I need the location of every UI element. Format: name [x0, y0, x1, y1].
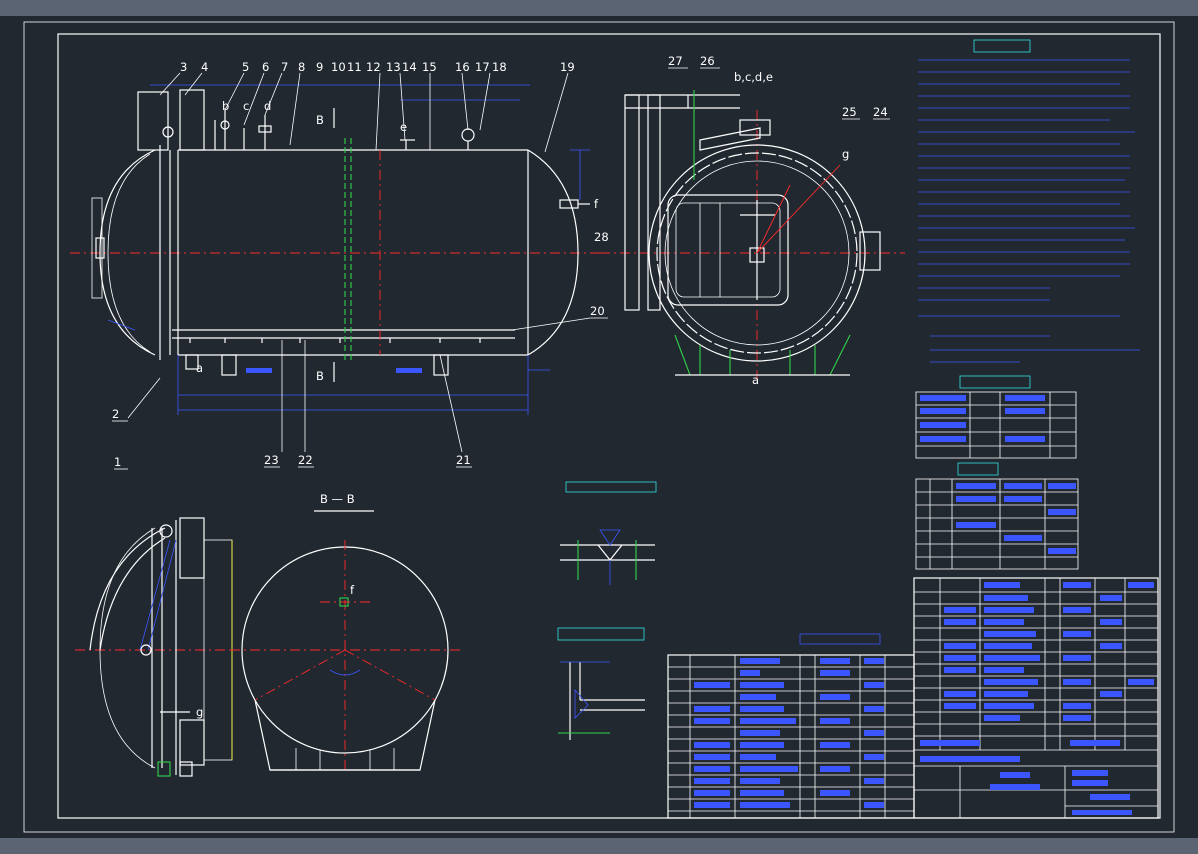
- status-bar: [0, 838, 1198, 854]
- title-bar: [0, 0, 1198, 16]
- front-view-vessel: [70, 72, 600, 453]
- section-title: B — B: [320, 492, 355, 506]
- label-13: 13: [386, 60, 401, 74]
- door-detail-view: g: [75, 517, 240, 777]
- label-19: 19: [560, 60, 575, 74]
- nozzle-labels-front: b c d e f a B B: [196, 99, 599, 383]
- label-3: 3: [180, 60, 187, 74]
- label-22: 22: [298, 453, 313, 467]
- label-8: 8: [298, 60, 305, 74]
- nozzle-e: e: [400, 120, 407, 134]
- section-mark-top: B: [316, 113, 324, 127]
- sheet-outer-border: [23, 21, 1175, 833]
- label-27: 27: [668, 54, 683, 68]
- label-9: 9: [316, 60, 323, 74]
- detail-nozzle-g: g: [196, 705, 203, 719]
- side-nozzle-g: g: [842, 147, 849, 161]
- nozzle-d: d: [264, 99, 271, 113]
- label-11: 11: [347, 60, 362, 74]
- label-21: 21: [456, 453, 471, 467]
- section-mark-bottom: B: [316, 369, 324, 383]
- weld-detail-1: [560, 481, 657, 585]
- label-26: 26: [700, 54, 715, 68]
- side-nozzle-a: a: [752, 373, 759, 387]
- weld-detail-2: [557, 627, 645, 740]
- nozzle-a: a: [196, 361, 203, 375]
- parts-list-left: [667, 633, 915, 819]
- label-17: 17: [475, 60, 490, 74]
- label-6: 6: [262, 60, 269, 74]
- label-28: 28: [594, 230, 609, 244]
- nozzle-b: b: [222, 99, 229, 113]
- label-18: 18: [492, 60, 507, 74]
- side-view-door: a g: [600, 90, 905, 387]
- label-20: 20: [590, 304, 605, 318]
- label-12: 12: [366, 60, 381, 74]
- sheet-inner-border: [57, 33, 1161, 819]
- label-24: 24: [873, 105, 888, 119]
- nozzle-c: c: [243, 99, 249, 113]
- label-25: 25: [842, 105, 857, 119]
- section-b-b-view: B — B f: [230, 492, 460, 771]
- label-5: 5: [242, 60, 249, 74]
- part-labels-side: 27 26 25 24 28 20 21 22 23 2 1 b,c,d,e: [112, 54, 888, 469]
- label-16: 16: [455, 60, 470, 74]
- label-23: 23: [264, 453, 279, 467]
- label-14: 14: [402, 60, 417, 74]
- label-4: 4: [201, 60, 208, 74]
- label-1: 1: [114, 455, 121, 469]
- technical-notes-block: [915, 39, 1140, 570]
- label-10: 10: [331, 60, 346, 74]
- section-nozzle-f: f: [350, 583, 355, 597]
- label-7: 7: [281, 60, 288, 74]
- nozzle-bcde: b,c,d,e: [734, 70, 773, 84]
- nozzle-f: f: [594, 197, 599, 211]
- parts-list-right: [913, 577, 1159, 819]
- label-15: 15: [422, 60, 437, 74]
- part-labels-top: 3 4 5 6 7 8 9 10 11 12 13 14 15 16 17 18…: [180, 60, 575, 74]
- label-2: 2: [112, 407, 119, 421]
